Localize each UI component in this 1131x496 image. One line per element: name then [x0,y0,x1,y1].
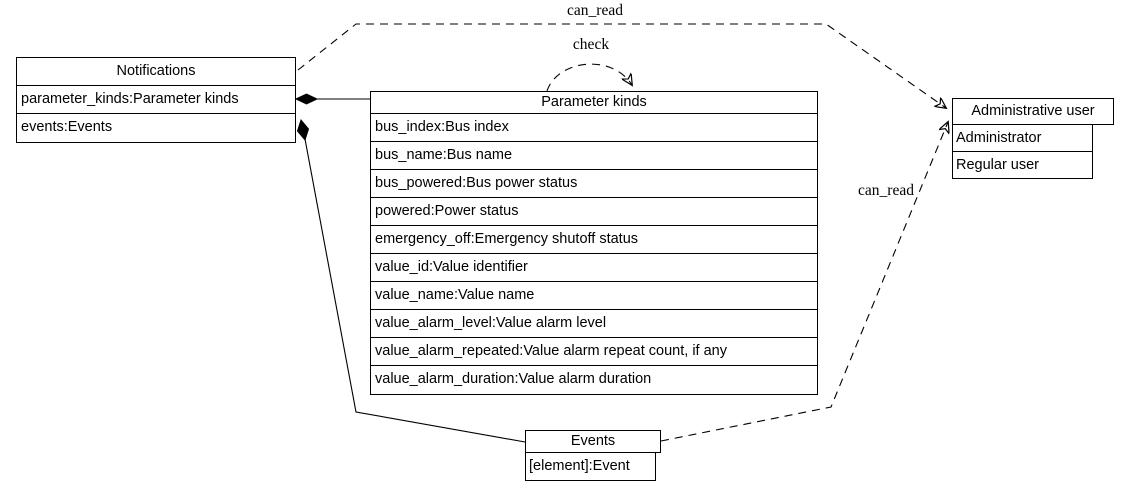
edge-can-read-notifications-to-admin [297,23,946,108]
parameter-kinds-row-value-alarm-repeated: value_alarm_repeated:Value alarm repeat … [371,338,817,366]
parameter-kinds-row-bus-index: bus_index:Bus index [371,114,817,142]
parameter-kinds-row-value-id: value_id:Value identifier [371,254,817,282]
administrative-user-row-administrator: Administrator [952,124,1093,152]
edge-composition-events [304,138,526,443]
parameter-kinds-row-value-alarm-level: value_alarm_level:Value alarm level [371,310,817,338]
composition-diamond-icon [296,118,310,142]
events-title: Events [525,430,661,453]
parameter-kinds-title: Parameter kinds [371,92,817,114]
events-row-element: [element]:Event [525,452,656,481]
notifications-row-events: events:Events [21,119,113,135]
edge-label-check: check [572,36,610,53]
administrative-user-title: Administrative user [952,98,1114,125]
node-notifications: Notifications parameter_kinds:Parameter … [16,57,296,143]
parameter-kinds-row-bus-powered: bus_powered:Bus power status [371,170,817,198]
administrative-user-row-regular-user: Regular user [952,151,1093,179]
composition-diamond-icon [294,93,319,105]
edge-can-read-events-to-admin [660,122,948,442]
edge-label-can-read-top: can_read [567,2,623,19]
parameter-kinds-row-emergency-off: emergency_off:Emergency shutoff status [371,226,817,254]
parameter-kinds-row-value-name: value_name:Value name [371,282,817,310]
edge-check-self-loop [546,63,632,92]
parameter-kinds-row-value-alarm-duration: value_alarm_duration:Value alarm duratio… [375,371,652,387]
notifications-title: Notifications [17,58,295,86]
parameter-kinds-row-powered: powered:Power status [371,198,817,226]
edge-label-can-read-right: can_read [858,182,914,199]
notifications-row-parameter-kinds: parameter_kinds:Parameter kinds [17,86,295,114]
parameter-kinds-row-bus-name: bus_name:Bus name [371,142,817,170]
node-parameter-kinds: Parameter kinds bus_index:Bus index bus_… [370,91,818,395]
